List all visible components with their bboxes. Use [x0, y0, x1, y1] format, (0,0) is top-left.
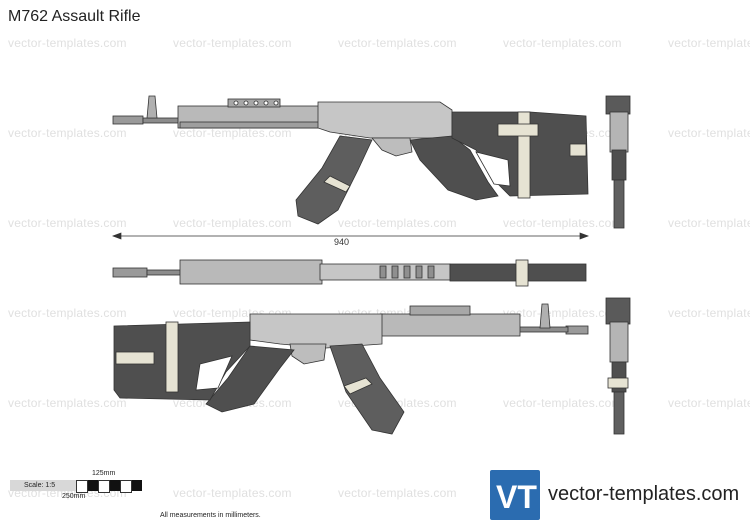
right-muzzle	[565, 325, 589, 335]
watermark-row: vector-templates.com vector-templates.co…	[0, 486, 750, 500]
rear-view-sling	[607, 377, 629, 389]
watermark-text: vector-templates.com	[668, 306, 750, 320]
front-view-grip	[611, 149, 627, 181]
thumbhole	[475, 151, 511, 187]
rear-view-optic	[605, 297, 631, 325]
watermark-text: vector-templates.com	[8, 216, 127, 230]
scale-indicator: 125mm Scale: 1:5 250mm	[10, 470, 155, 526]
trigger-guard	[371, 137, 413, 157]
right-trigger-guard	[289, 343, 327, 365]
page-title: M762 Assault Rifle	[8, 8, 141, 25]
logo-vt-icon: VT	[496, 479, 537, 515]
watermark-text: vector-templates.com	[503, 36, 622, 50]
scale-top-label: 125mm	[92, 470, 116, 477]
right-handguard	[379, 313, 521, 337]
receiver	[317, 101, 453, 139]
watermark-text: vector-templates.com	[668, 396, 750, 410]
watermark-text: vector-templates.com	[173, 36, 292, 50]
top-handguard	[179, 259, 323, 285]
watermark-text: vector-templates.com	[338, 216, 457, 230]
watermark-row: vector-templates.com vector-templates.co…	[0, 306, 750, 320]
right-side-view	[113, 303, 589, 435]
right-sling-wrap	[165, 321, 179, 393]
logo-text: vector-templates.com	[548, 483, 740, 505]
watermark-row: vector-templates.com vector-templates.co…	[0, 36, 750, 50]
watermark-text: vector-templates.com	[8, 306, 127, 320]
watermark-text: vector-templates.com	[503, 216, 622, 230]
magazine-tape	[323, 175, 351, 193]
svg-text:VT: VT	[496, 479, 537, 515]
right-magazine-tape	[343, 377, 373, 395]
front-view-magazine	[613, 179, 625, 229]
scale-bottom-label: 250mm	[62, 493, 86, 500]
right-sling-strap	[115, 351, 155, 365]
watermark-text: vector-templates.com	[668, 36, 750, 50]
measurement-note: All measurements in millimeters.	[160, 512, 261, 519]
right-pistol-grip	[205, 345, 295, 413]
right-receiver	[249, 313, 383, 349]
front-view-receiver	[609, 111, 629, 153]
top-barrel	[146, 269, 182, 276]
watermark-text: vector-templates.com	[503, 396, 622, 410]
watermark-text: vector-templates.com	[173, 486, 292, 500]
rear-view-receiver	[609, 321, 629, 363]
front-view-bottom	[605, 297, 631, 435]
front-view-optic	[605, 95, 631, 115]
watermark-text: vector-templates.com	[338, 486, 457, 500]
right-magazine	[329, 343, 405, 435]
scale-bar	[76, 480, 142, 493]
watermark-row: vector-templates.com vector-templates.co…	[0, 216, 750, 230]
rear-view-magazine	[613, 391, 625, 435]
barrel	[142, 117, 184, 124]
watermark-text: vector-templates.com	[8, 36, 127, 50]
rail-slots	[233, 100, 279, 106]
left-side-view	[112, 95, 589, 225]
logo-mark: VT	[490, 470, 540, 520]
scale-label: Scale: 1:5	[10, 480, 76, 491]
muzzle-brake	[112, 115, 144, 125]
top-muzzle	[112, 267, 148, 278]
watermark-text: vector-templates.com	[8, 126, 127, 140]
watermark-text: vector-templates.com	[503, 306, 622, 320]
watermark-text: vector-templates.com	[668, 216, 750, 230]
watermark-text: vector-templates.com	[668, 126, 750, 140]
right-front-sight	[539, 303, 551, 329]
watermark-text: vector-templates.com	[8, 396, 127, 410]
dimension-line	[112, 232, 589, 240]
front-sight	[146, 95, 158, 119]
watermark-text: vector-templates.com	[173, 216, 292, 230]
watermark-text: vector-templates.com	[338, 36, 457, 50]
overall-length-label: 940	[334, 237, 350, 247]
top-sling-wrap	[515, 259, 529, 287]
front-view-top	[605, 95, 631, 229]
watermark-text: vector-templates.com	[173, 126, 292, 140]
right-top-rail	[409, 305, 471, 316]
right-thumbhole	[195, 355, 233, 391]
lower-rail	[179, 121, 321, 129]
sling-strap	[497, 123, 539, 137]
top-view	[112, 259, 587, 287]
sling-strap	[569, 143, 587, 157]
top-rail-slots	[379, 265, 435, 279]
